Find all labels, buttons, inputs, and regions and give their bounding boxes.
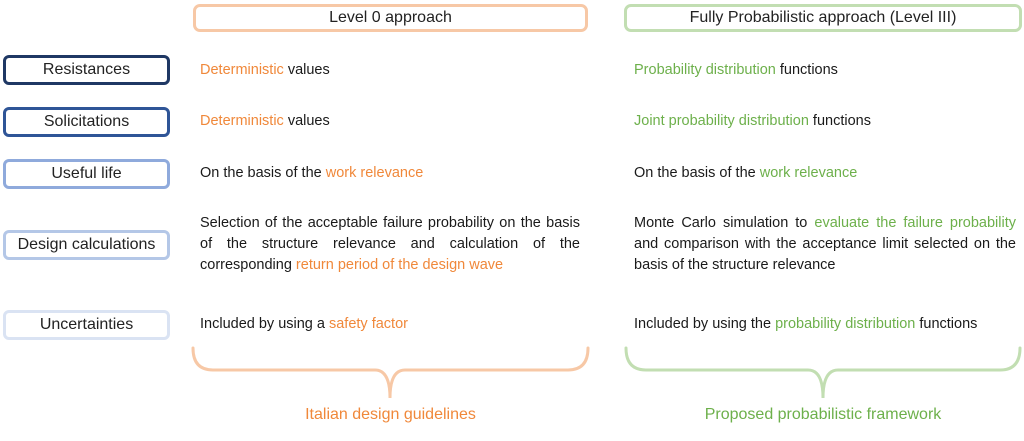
highlight-text: Deterministic <box>200 62 284 78</box>
cell-text: values <box>283 113 330 129</box>
highlight-text: Deterministic <box>200 113 284 129</box>
cell-text: functions <box>915 316 978 332</box>
highlight-text: safety factor <box>328 316 408 332</box>
row-label-solicitations: Solicitations <box>3 107 170 137</box>
uncertainties-level0: Included by using a safety factor <box>200 314 580 335</box>
highlight-text: probability distribution <box>775 316 916 332</box>
cell-text: functions <box>808 113 871 129</box>
useful-life-level3: On the basis of the work relevance <box>634 163 1016 184</box>
uncertainties-level3: Included by using the probability distri… <box>634 314 1016 335</box>
cell-text: Selection of the acceptable failure prob… <box>200 215 580 273</box>
highlight-text: work relevance <box>759 165 858 181</box>
level3-footer: Proposed probabilistic framework <box>704 406 942 423</box>
cell-text: On the basis of the <box>634 165 760 181</box>
level0-footer: Italian design guidelines <box>305 406 476 423</box>
highlight-text: Joint probability distribution <box>634 113 809 129</box>
row-label-design-calculations: Design calculations <box>3 230 170 260</box>
resistances-level0: Deterministic values <box>200 60 580 81</box>
resistances-level3: Probability distribution functions <box>634 60 1016 81</box>
design-calculations-level0: Selection of the acceptable failure prob… <box>200 213 580 276</box>
highlight-text: Probability distribution <box>634 62 776 78</box>
row-label-resistances: Resistances <box>3 55 170 85</box>
highlight-text: return period of the design wave <box>295 257 504 273</box>
level0-brace <box>191 346 590 399</box>
highlight-text: work relevance <box>325 165 424 181</box>
cell-text: values <box>283 62 330 78</box>
cell-text: On the basis of the <box>200 165 326 181</box>
design-calculations-level3: Monte Carlo simulation to evaluate the f… <box>634 213 1016 276</box>
level3-header: Fully Probabilistic approach (Level III) <box>624 4 1022 32</box>
solicitations-level0: Deterministic values <box>200 111 580 132</box>
cell-text: Included by using the <box>634 316 776 332</box>
cell-text: and comparison with the acceptance limit… <box>634 236 1016 273</box>
highlight-text: evaluate the failure probability <box>814 215 1016 231</box>
level0-header: Level 0 approach <box>193 4 588 32</box>
bottom-braces <box>191 346 1022 399</box>
level3-brace <box>624 346 1022 399</box>
row-label-uncertainties: Uncertainties <box>3 310 170 340</box>
useful-life-level0: On the basis of the work relevance <box>200 163 580 184</box>
cell-text: functions <box>775 62 838 78</box>
cell-text: Included by using a <box>200 316 329 332</box>
cell-text: Monte Carlo simulation to <box>634 215 815 231</box>
row-label-useful-life: Useful life <box>3 159 170 189</box>
solicitations-level3: Joint probability distribution functions <box>634 111 1016 132</box>
